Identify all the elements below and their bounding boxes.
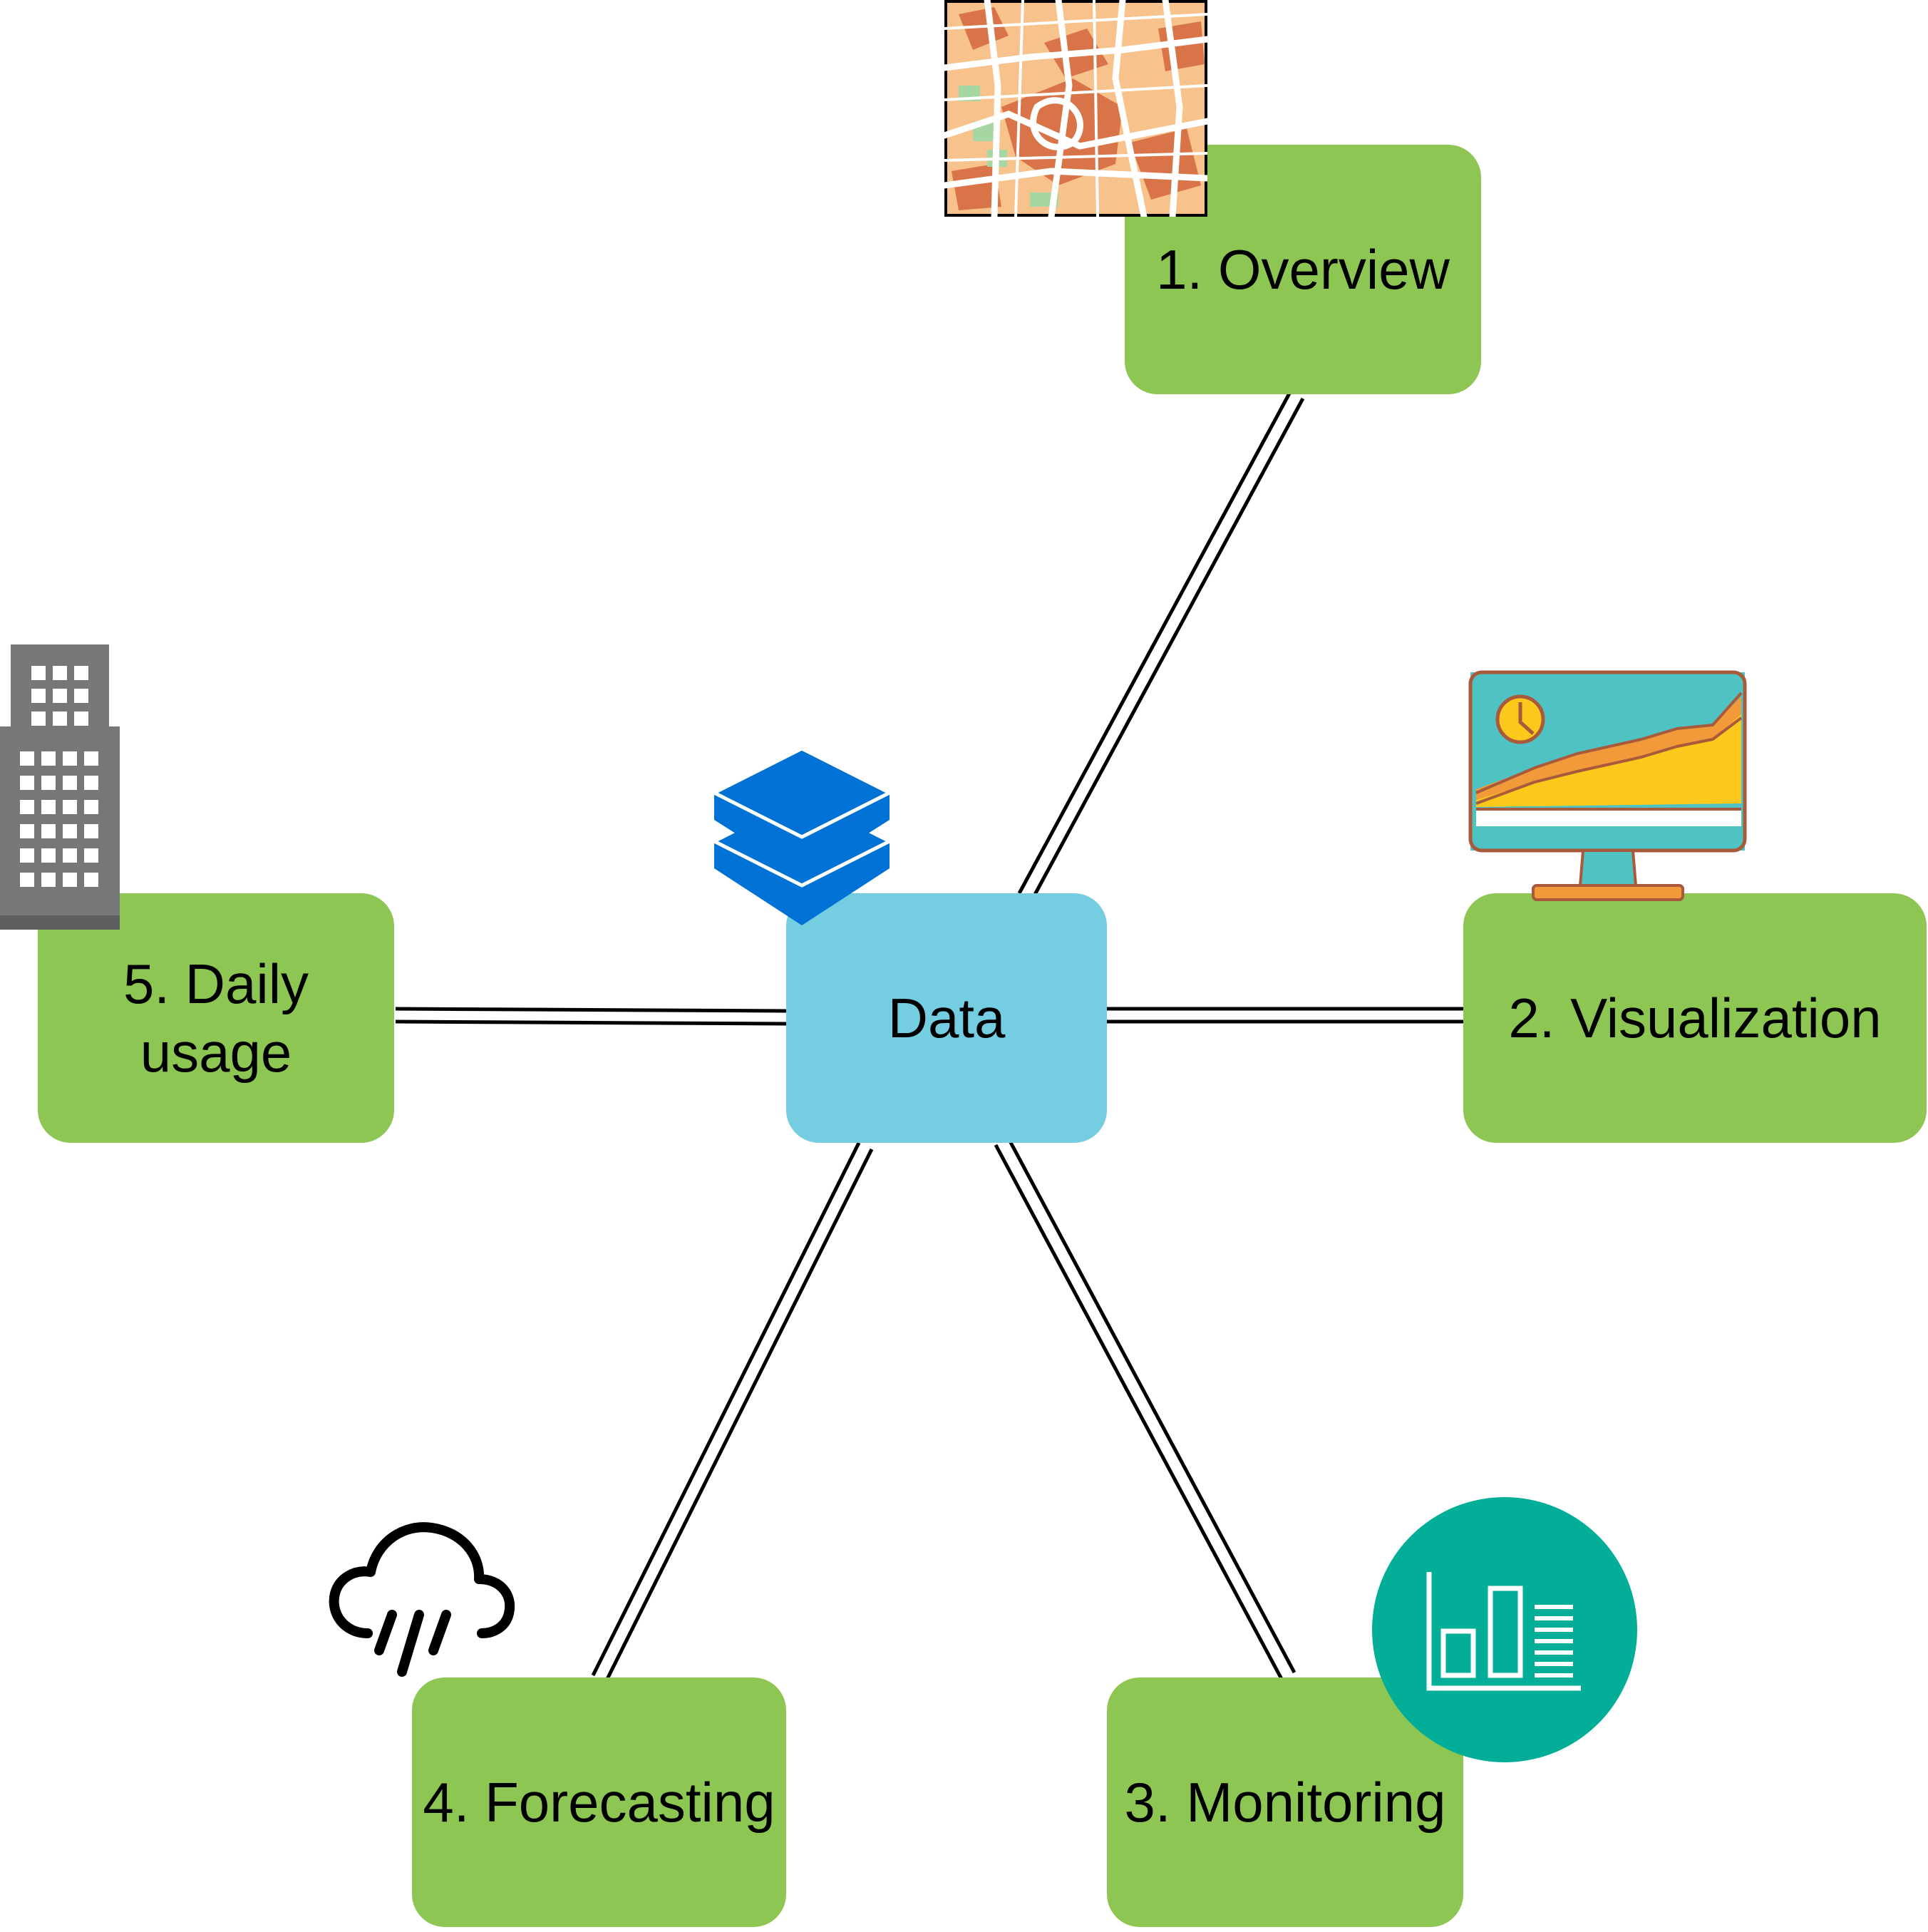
node-visualization: 2. Visualization [1463, 893, 1927, 1143]
node-label: 1. Overview [1156, 238, 1450, 301]
connector-visualization [1107, 1007, 1465, 1024]
street-map-icon [944, 0, 1207, 217]
office-building-icon [0, 644, 120, 930]
node-label: 2. Visualization [1508, 987, 1882, 1049]
rain-cloud-icon [329, 1522, 515, 1677]
node-data-center: Data [786, 893, 1107, 1143]
node-forecasting: 4. Forecasting [412, 1677, 786, 1927]
center-label: Data [887, 987, 1006, 1049]
connector-monitoring [994, 1137, 1296, 1680]
node-label: 4. Forecasting [423, 1771, 775, 1834]
connector-forecasting [591, 1141, 874, 1683]
bar-chart-icon [1372, 1497, 1637, 1762]
database-layers-icon [713, 749, 891, 925]
dashboard-monitor-icon [1468, 670, 1747, 901]
node-daily-usage: 5. Daily usage [38, 893, 394, 1143]
node-label: 5. Daily usage [123, 952, 309, 1084]
node-monitoring: 3. Monitoring [1107, 1677, 1463, 1927]
connector-daily-usage [395, 1007, 787, 1026]
connector-overview [1017, 391, 1305, 901]
node-label: 3. Monitoring [1124, 1771, 1446, 1834]
